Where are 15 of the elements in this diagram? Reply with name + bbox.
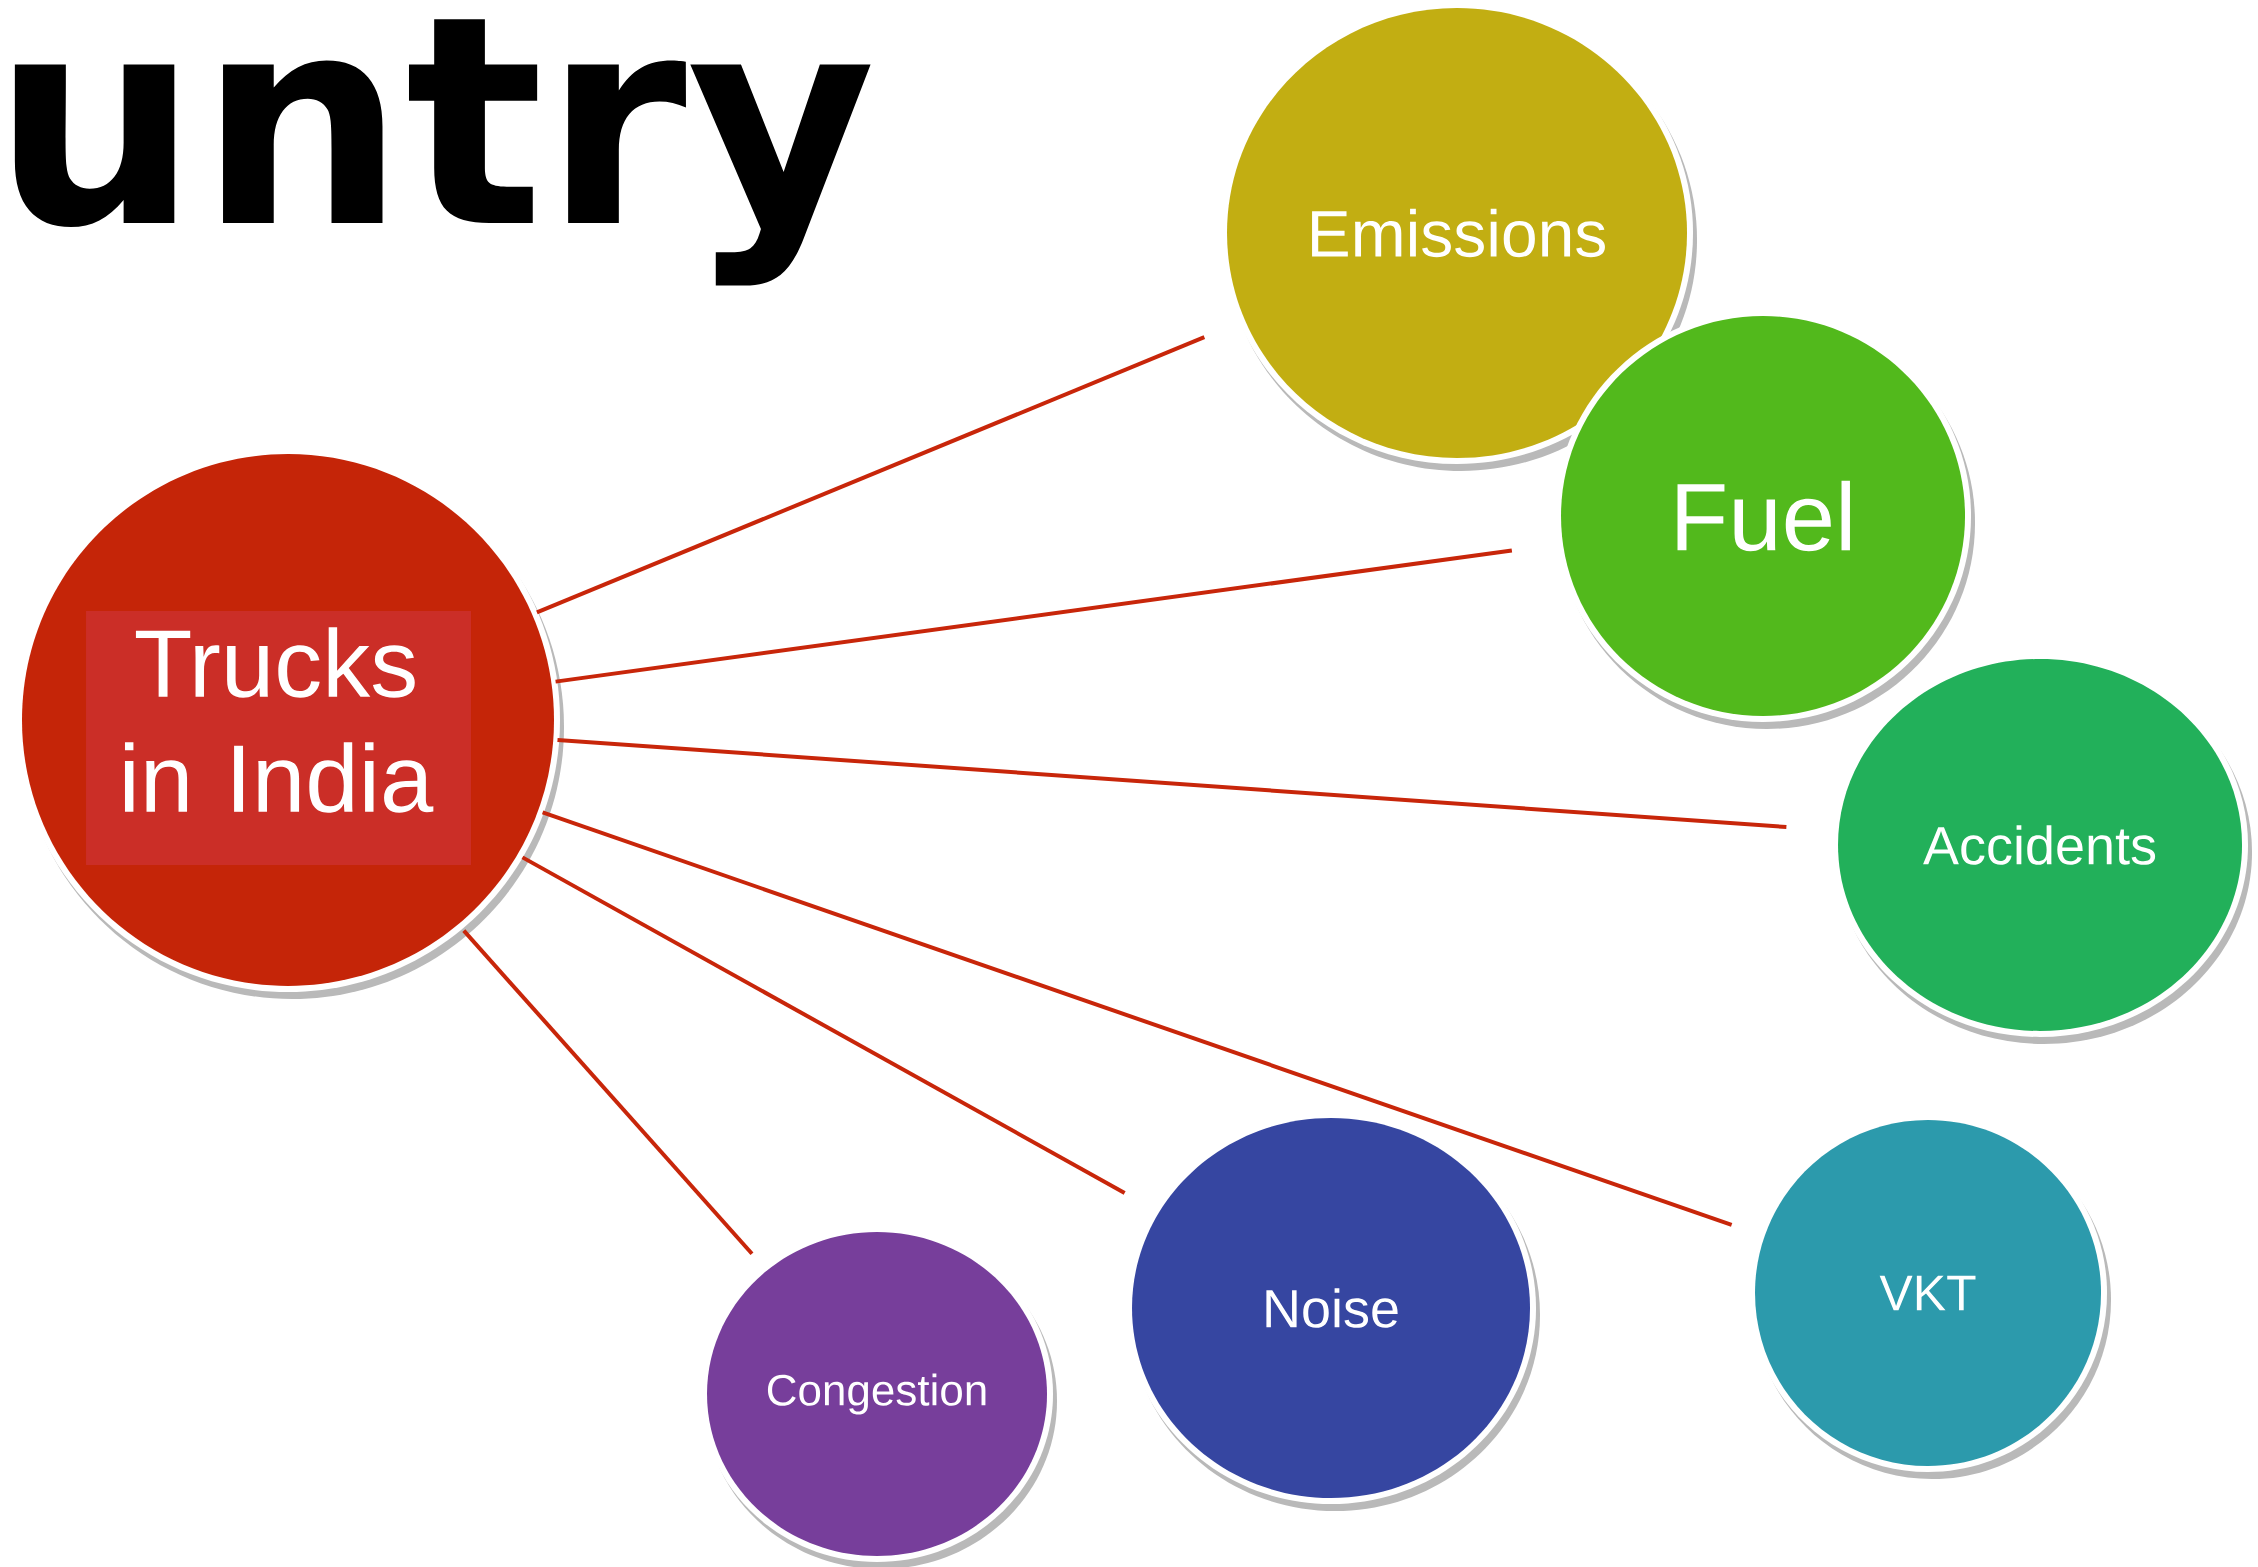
connector-line bbox=[462, 929, 754, 1256]
circle-node: VKT bbox=[1749, 1114, 2112, 1479]
node-label: Congestion bbox=[767, 1373, 986, 1415]
circle-node: Noise bbox=[1126, 1112, 1540, 1511]
connector-line bbox=[541, 810, 1733, 1227]
title: untry bbox=[14, 19, 871, 286]
circle-node: Accidents bbox=[1832, 653, 2253, 1044]
connector-line bbox=[555, 548, 1513, 684]
circle-node: Trucks in India bbox=[16, 448, 564, 999]
connector-line bbox=[521, 855, 1126, 1195]
circle-node: Emissions bbox=[1221, 2, 1697, 471]
connector-line bbox=[557, 737, 1787, 830]
circle-node: Congestion bbox=[701, 1226, 1057, 1567]
connector-line bbox=[536, 335, 1206, 615]
circle-node: Fuel bbox=[1555, 310, 1976, 729]
